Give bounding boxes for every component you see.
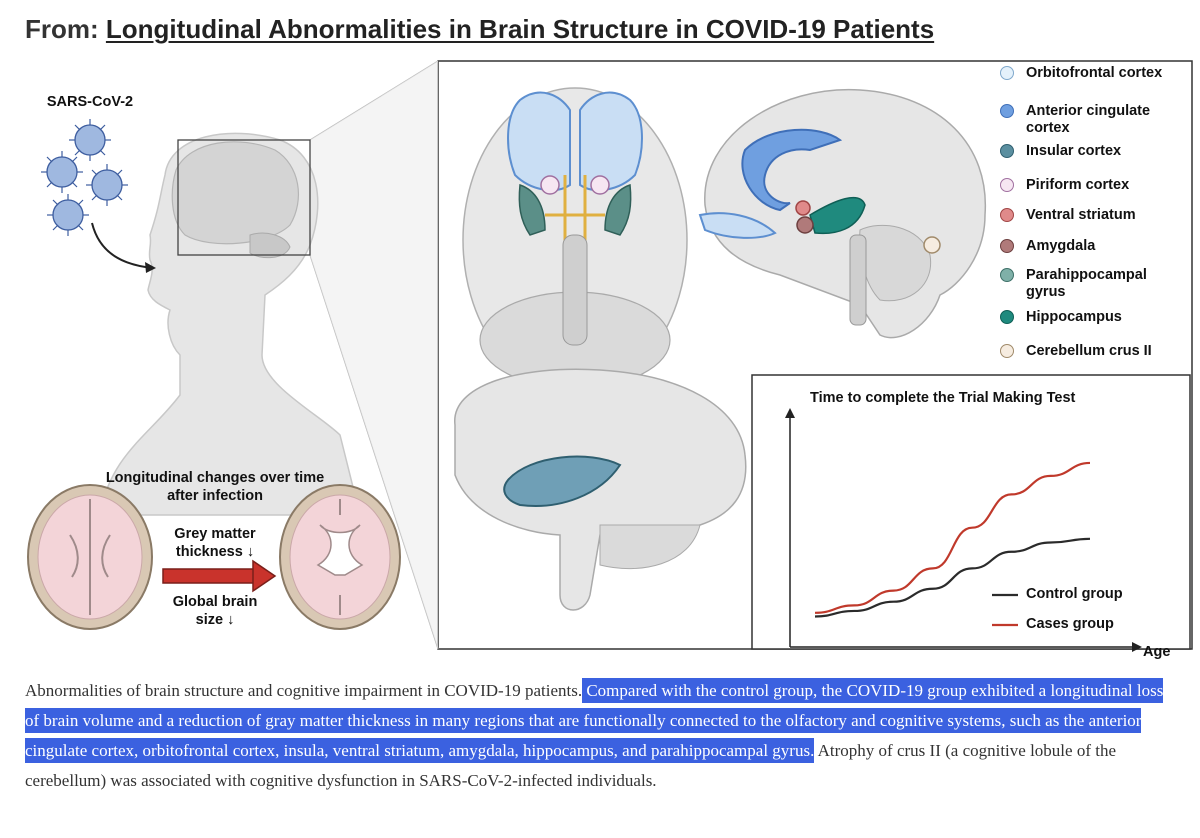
legend-swatch xyxy=(1000,104,1014,118)
legend-item: Cerebellum crus II xyxy=(1000,343,1166,360)
legend-swatch xyxy=(1000,208,1014,222)
legend-label: Ventral striatum xyxy=(1026,207,1136,223)
y-axis-arrow xyxy=(785,408,795,418)
legend-item: Orbitofrontal cortex xyxy=(1000,65,1166,82)
legend-label: Parahippocampal gyrus xyxy=(1026,267,1147,300)
legend-item: Hippocampus xyxy=(1000,309,1166,326)
virus-label: SARS-CoV-2 xyxy=(46,94,134,110)
brain-slice-atrophy xyxy=(279,484,401,630)
legend-cases: Cases group xyxy=(1026,616,1114,632)
article-title-link[interactable]: Longitudinal Abnormalities in Brain Stru… xyxy=(105,14,935,44)
page-title: From: Longitudinal Abnormalities in Brai… xyxy=(25,14,934,45)
brain-inferior-view xyxy=(462,87,688,393)
legend-swatch xyxy=(1000,310,1014,324)
chart-plot-area xyxy=(785,408,1142,652)
chart-frame xyxy=(751,374,1191,650)
legend-label: Insular cortex xyxy=(1026,143,1122,159)
legend-label: Anterior cingulate cortex xyxy=(1026,103,1151,136)
legend-swatch xyxy=(1000,178,1014,192)
longitudinal-title: Longitudinal changes over time after inf… xyxy=(105,470,325,504)
brain-lateral-view xyxy=(454,368,747,611)
legend-swatch xyxy=(1000,344,1014,358)
zoom-shade xyxy=(310,61,438,649)
legend-item: Amygdala xyxy=(1000,238,1166,255)
legend-label: Amygdala xyxy=(1026,238,1096,254)
grey-matter-label: Grey matter thickness ↓ xyxy=(174,526,256,560)
brain-slice-normal xyxy=(27,484,153,630)
caption-part2: Atrophy of crus II (a cognitive lobule o… xyxy=(25,741,1116,790)
legend-item: Ventral striatum xyxy=(1000,207,1166,224)
infection-arrow xyxy=(91,222,154,269)
figure-caption: Abnormalities of brain structure and cog… xyxy=(25,676,1175,796)
chart-xlabel: Age xyxy=(1143,644,1171,660)
brain-sagittal-view xyxy=(698,88,987,339)
brain-size-label: Global brain size ↓ xyxy=(172,594,258,628)
legend-item: Anterior cingulate cortex xyxy=(1000,103,1166,137)
legend-item: Insular cortex xyxy=(1000,143,1166,160)
caption-part1: Abnormalities of brain structure and cog… xyxy=(25,681,583,700)
legend-swatch xyxy=(1000,239,1014,253)
figure: SARS-CoV-2 Longitudinal changes over tim… xyxy=(0,55,1200,665)
virus-icons xyxy=(46,124,123,231)
zoom-box xyxy=(177,139,311,256)
figure-illustration xyxy=(27,60,1193,652)
title-prefix: From: xyxy=(25,14,99,44)
legend-label: Cerebellum crus II xyxy=(1026,343,1152,359)
legend-swatch xyxy=(1000,66,1014,80)
legend-item: Parahippocampal gyrus xyxy=(1000,267,1166,301)
x-axis-arrow xyxy=(1132,642,1142,652)
chart-title: Time to complete the Trial Making Test xyxy=(810,390,1076,406)
progression-arrow xyxy=(162,559,277,593)
series-line-1 xyxy=(814,461,1091,614)
legend-control: Control group xyxy=(1026,586,1123,602)
head-silhouette xyxy=(99,132,361,516)
series-line-0 xyxy=(814,537,1091,618)
legend-label: Hippocampus xyxy=(1026,309,1122,325)
legend-label: Piriform cortex xyxy=(1026,177,1130,193)
legend-swatch xyxy=(1000,144,1014,158)
legend-label: Orbitofrontal cortex xyxy=(1026,65,1163,81)
legend-item: Piriform cortex xyxy=(1000,177,1166,194)
legend-swatch xyxy=(1000,268,1014,282)
